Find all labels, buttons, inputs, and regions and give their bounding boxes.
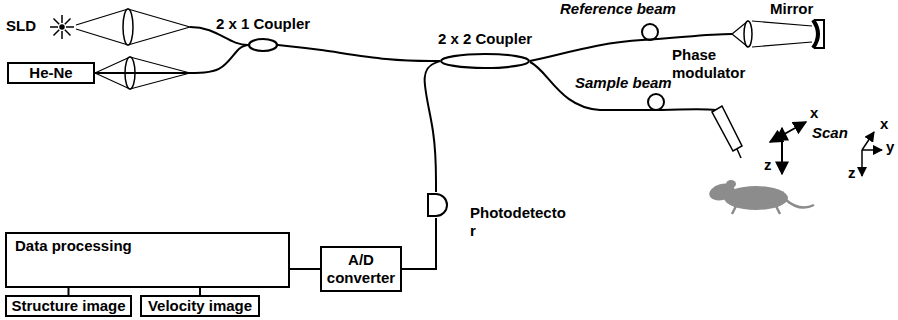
probe-symbol (712, 106, 742, 158)
mouse-figure (732, 206, 780, 214)
beam-label: Scan (812, 124, 848, 142)
box-label: Data processing (15, 237, 132, 255)
part-label: x (810, 104, 818, 122)
sample-arm (648, 94, 664, 110)
axis-arrows (861, 150, 863, 176)
probe-symbol (737, 149, 741, 158)
mouse-figure (707, 180, 814, 214)
reference-arm (752, 21, 812, 26)
coupler-ellipse (441, 54, 529, 68)
sld-beam (128, 27, 190, 45)
sld-source (50, 15, 74, 39)
processing-box: Data processing (5, 232, 290, 288)
box-label: Velocity image (148, 297, 252, 315)
photodetector: Photodetecto r (424, 192, 448, 218)
box-label: A/D converter (326, 251, 396, 287)
fiber-coupler-outline (248, 38, 278, 52)
fiber-coupler: 2 x 2 Coupler (440, 53, 530, 69)
beam-label: Reference beam (560, 0, 676, 18)
fiber-connector (402, 218, 436, 269)
photodetector-outline (424, 192, 448, 218)
sld-source (60, 25, 64, 29)
sld-beam (128, 9, 190, 27)
sld-source (61, 15, 63, 23)
sld-source (66, 26, 74, 28)
mirror-symbol (813, 20, 818, 48)
laser-beam (130, 57, 190, 73)
converter-box: A/D converter (320, 246, 402, 292)
sld-source (65, 30, 71, 36)
part-label: z (764, 156, 772, 174)
axis-arrows (862, 132, 882, 176)
sld-beam (76, 9, 128, 25)
part-label: 2 x 2 Coupler (438, 30, 532, 48)
mirror-symbol (813, 20, 824, 48)
fiber-connector (95, 45, 248, 73)
part-label: z (848, 164, 856, 182)
part-label: Mirror (770, 0, 813, 18)
part-label: 2 x 1 Coupler (216, 15, 310, 33)
output-box: Velocity image (140, 295, 260, 317)
sld-beam (76, 9, 190, 45)
sld-source (54, 30, 60, 36)
reference-arm (530, 21, 812, 61)
beam-label: Sample beam (575, 74, 672, 92)
part-label: Phase modulator (672, 46, 752, 82)
fiber-connector (199, 288, 201, 295)
part-label: x (880, 115, 888, 133)
axis-arrows (862, 132, 874, 150)
fiber-coupler-outline (440, 53, 530, 69)
sld-source (50, 26, 58, 28)
scan-arrows (770, 122, 806, 142)
mirror-symbol (814, 20, 824, 48)
sld-beam (123, 9, 133, 45)
probe-symbol (712, 106, 742, 151)
fiber-connector (425, 61, 440, 192)
axis-arrows (862, 149, 882, 151)
sld-beam (76, 29, 128, 45)
sld-source (65, 19, 71, 25)
fiber-connector (290, 268, 320, 270)
box-label: Structure image (11, 297, 125, 315)
reference-arm (752, 42, 812, 47)
reference-arm (744, 21, 752, 47)
scan-arrows (770, 122, 806, 174)
output-box: Structure image (5, 295, 132, 317)
scan-arrows (781, 128, 783, 174)
coupler-ellipse (249, 39, 277, 51)
fiber-coupler: 2 x 1 Coupler (248, 38, 278, 52)
fiber-connector (278, 45, 440, 61)
part-label: y (886, 138, 894, 156)
fiber-connector (68, 288, 70, 295)
laser-beam (130, 73, 190, 89)
sld-source (61, 31, 63, 39)
mouse-figure (707, 181, 736, 203)
box-label: He-Ne (29, 64, 72, 82)
laser-box: He-Ne (7, 62, 95, 84)
detector-shape (428, 194, 447, 216)
mouse-figure (726, 180, 736, 188)
part-label: SLD (6, 17, 36, 35)
part-label: Photodetecto r (470, 204, 570, 240)
mouse-figure (786, 200, 814, 208)
sld-source (54, 19, 60, 25)
reference-arm (642, 24, 658, 40)
